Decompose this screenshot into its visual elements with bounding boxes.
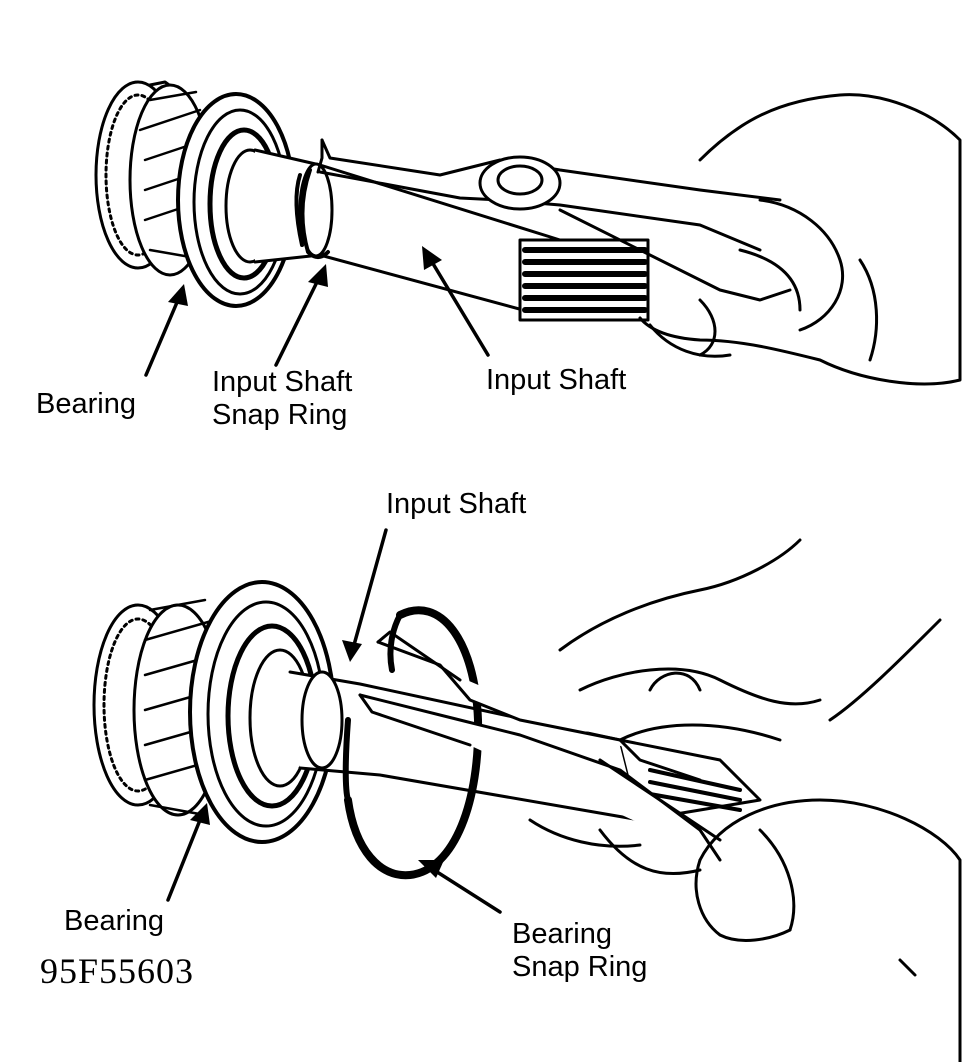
top-shaft-leader — [430, 260, 490, 357]
bottom-snap-ring-leader — [432, 868, 502, 914]
top-hand-icon — [638, 93, 962, 386]
top-bearing-leader — [144, 298, 180, 377]
bottom-shaft-leader — [352, 528, 388, 647]
bottom-bearing-label: Bearing — [64, 905, 164, 937]
bottom-assembly — [92, 538, 962, 1062]
bottom-hand-icon — [528, 538, 962, 1062]
bottom-bearing-leader — [166, 818, 202, 902]
top-snap-ring-leader — [274, 278, 320, 367]
top-snap-ring-label-line1: Input Shaft — [212, 366, 353, 398]
bottom-leaders — [166, 528, 502, 914]
top-input-shaft-label: Input Shaft — [486, 364, 627, 396]
bottom-snap-ring-label-line1: Bearing — [512, 918, 612, 950]
bottom-pliers-icon — [358, 630, 722, 862]
top-shaft-icon — [253, 148, 650, 322]
figure-code: 95F55603 — [40, 951, 195, 991]
bottom-snap-ring-icon — [342, 606, 483, 880]
bottom-input-shaft-label: Input Shaft — [386, 488, 527, 520]
top-bearing-label: Bearing — [36, 388, 136, 420]
top-pliers-icon — [316, 138, 792, 302]
bottom-snap-ring-label-line2: Snap Ring — [512, 951, 648, 983]
top-snap-ring-icon — [300, 168, 330, 259]
top-leaders — [144, 246, 490, 377]
top-snap-ring-label-line2: Snap Ring — [212, 399, 348, 431]
top-assembly — [94, 80, 962, 386]
